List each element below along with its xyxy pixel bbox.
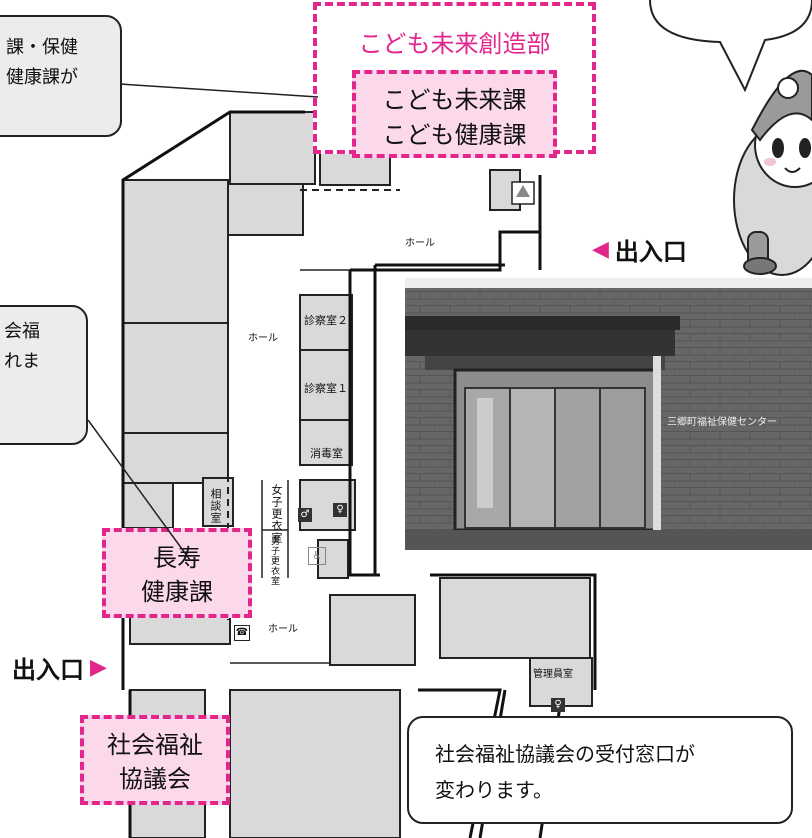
callout-mid-left-line1: 会福 xyxy=(4,321,40,342)
accessible-toilet-icon: ♿ xyxy=(308,547,326,565)
toilet-icon: ♂ xyxy=(298,508,312,522)
room-block xyxy=(227,179,304,236)
building-photo: 三郷町福祉保健センター xyxy=(405,278,812,550)
room-block xyxy=(229,111,316,185)
room-block xyxy=(122,482,174,529)
dept-label-kodomo-kenkou-ka: こども健康課 xyxy=(382,121,527,149)
arrow-right-icon: ▶ xyxy=(90,655,107,680)
room-block xyxy=(317,539,349,579)
room-label-danshi: 男子更衣室 xyxy=(269,536,279,586)
entrance-left: 出入口 ▶ xyxy=(12,650,107,685)
toilet-icon: ♀ xyxy=(551,698,565,712)
room-label-kanriin: 管理員室 xyxy=(533,669,573,680)
building-sign: 三郷町福祉保健センター xyxy=(667,417,777,428)
dept-title-kodomo-mirai-souzoubu: こども未来創造部 xyxy=(358,30,551,58)
entrance-right-label: 出入口 xyxy=(614,238,687,266)
dept-label-kodomo-mirai-ka: こども未来課 xyxy=(382,86,527,114)
room-label-shoudoku: 消毒室 xyxy=(310,447,343,460)
elevator-arrow-icon xyxy=(516,185,530,197)
arrow-left-icon: ◀ xyxy=(592,237,609,262)
dept-box-kodomo: こども未来課 こども健康課 xyxy=(352,70,557,158)
room-label-hall-bottom: ホール xyxy=(268,624,298,635)
callout-mid-left-line2: れま xyxy=(4,351,40,372)
callout-bottom-right-line1: 社会福祉協議会の受付窓口が xyxy=(435,742,695,766)
dept-label-shakai-line2: 協議会 xyxy=(119,765,191,793)
dept-box-shakai-fukushi: 社会福祉 協議会 xyxy=(80,715,230,805)
dept-box-choju-kenkou: 長寿 健康課 xyxy=(102,528,252,618)
entrance-left-label: 出入口 xyxy=(12,656,84,684)
room-label-hall-top: ホール xyxy=(405,238,435,249)
entrance-right: ◀ 出入口 xyxy=(592,232,687,267)
callout-bottom-right-line2: 変わります。 xyxy=(435,778,553,802)
callout-top-left-line1: 課・保健 xyxy=(6,37,78,58)
room-block xyxy=(229,689,401,838)
room-label-hall-mid: ホール xyxy=(248,333,278,344)
dept-label-choju-line2: 健康課 xyxy=(141,578,213,606)
room-block xyxy=(329,594,416,666)
dept-label-choju-line1: 長寿 xyxy=(153,544,201,572)
room-label-joshi: 女子更衣室 xyxy=(270,484,283,544)
room-block xyxy=(122,179,229,324)
room-block xyxy=(122,322,229,434)
room-label-shinsatsu2: 診察室２ xyxy=(304,314,348,327)
phone-icon: ☎ xyxy=(234,625,250,641)
toilet-icon: ♀ xyxy=(333,503,347,517)
dept-label-shakai-line1: 社会福祉 xyxy=(107,731,203,759)
room-block xyxy=(299,419,353,466)
room-block xyxy=(122,432,229,484)
callout-mid-left: 会福 れま xyxy=(0,305,88,445)
room-label-shinsatsu1: 診察室１ xyxy=(304,382,348,395)
callout-top-left-line2: 健康課が xyxy=(6,67,78,88)
room-block xyxy=(439,577,591,659)
room-label-soudan: 相談室 xyxy=(209,488,222,524)
callout-bottom-right: 社会福祉協議会の受付窓口が 変わります。 xyxy=(407,716,793,824)
callout-top-left: 課・保健 健康課が xyxy=(0,15,122,137)
room-block xyxy=(299,349,353,421)
